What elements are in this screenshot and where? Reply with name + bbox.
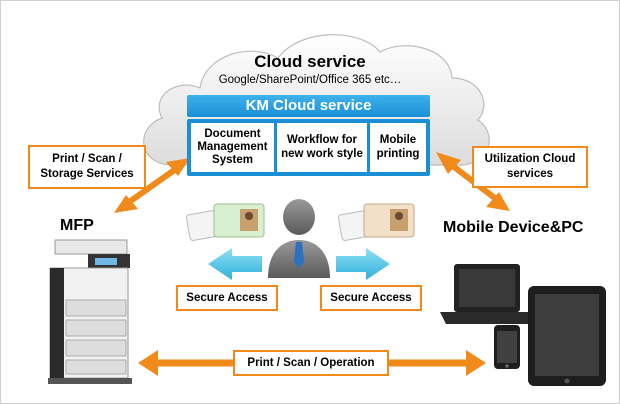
label-print-scan-storage: Print / Scan / Storage Services (28, 145, 146, 189)
secure-arrow-right (336, 248, 390, 280)
tablet-icon (528, 286, 606, 386)
id-card-right-icon (337, 203, 415, 241)
label-secure-access-left: Secure Access (176, 285, 278, 311)
label-secure-access-right: Secure Access (320, 285, 422, 311)
phone-icon (494, 325, 520, 369)
device-label-mobile: Mobile Device&PC (443, 219, 584, 236)
id-card-left-icon (185, 203, 265, 241)
device-label-mfp: MFP (60, 217, 94, 234)
service-mobile-printing: Mobile printing (370, 123, 426, 172)
km-cloud-service-title: KM Cloud service (187, 95, 430, 117)
cloud-service-title: Cloud service (254, 52, 366, 71)
cloud-service-subtitle: Google/SharePoint/Office 365 etc… (218, 74, 402, 86)
label-print-scan-operation: Print / Scan / Operation (233, 350, 389, 376)
laptop-icon (440, 264, 534, 324)
user-person-icon (268, 199, 330, 278)
mfp-printer-icon (48, 239, 132, 384)
secure-arrow-left (208, 248, 262, 280)
label-utilization-cloud: Utilization Cloud services (472, 146, 588, 188)
arrow-cloud-mfp (114, 158, 190, 213)
service-document-management: Document Management System (191, 123, 274, 172)
service-workflow: Workflow for new work style (277, 123, 367, 172)
